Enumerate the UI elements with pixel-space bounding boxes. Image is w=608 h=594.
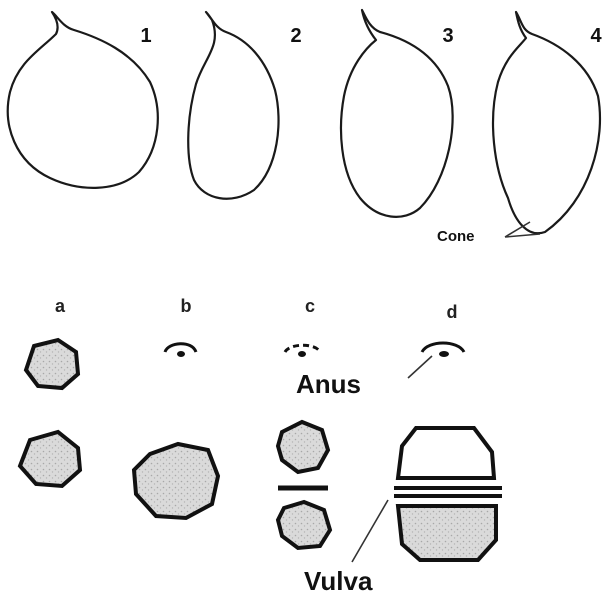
pattern-c-lower-patch [278,502,330,548]
stage-number-4: 4 [590,25,602,47]
pattern-letter-c: c [305,296,315,316]
pattern-b-patch [134,444,218,518]
pattern-letter-b: b [181,296,192,316]
cone-label: Cone [437,228,475,245]
pattern-letter-a: a [55,296,66,316]
stage-4-body-outline [493,12,600,233]
stage-number-3: 3 [442,25,453,47]
vulva-label: Vulva [304,566,373,594]
pattern-a-lower-patch [20,432,80,486]
anus-mark-b [165,344,196,357]
anus-label: Anus [296,369,361,399]
stage-number-2: 2 [290,25,301,47]
stage-3-body-outline [341,10,453,217]
stage-1-body-outline [8,12,158,188]
stage-2-body-outline [188,12,278,199]
pattern-d-lower-bowl [398,506,496,560]
stage-number-1: 1 [140,25,151,47]
pattern-a-upper-patch [26,340,78,388]
pattern-c-upper-patch [278,422,328,472]
cone-pointer [505,222,540,237]
pattern-letter-d: d [447,302,458,322]
anus-pointer [408,356,432,378]
pattern-d-upper-dome [398,428,494,478]
vulva-pointer [352,500,388,562]
anus-mark-c [285,345,320,357]
anus-mark-d [422,343,464,357]
